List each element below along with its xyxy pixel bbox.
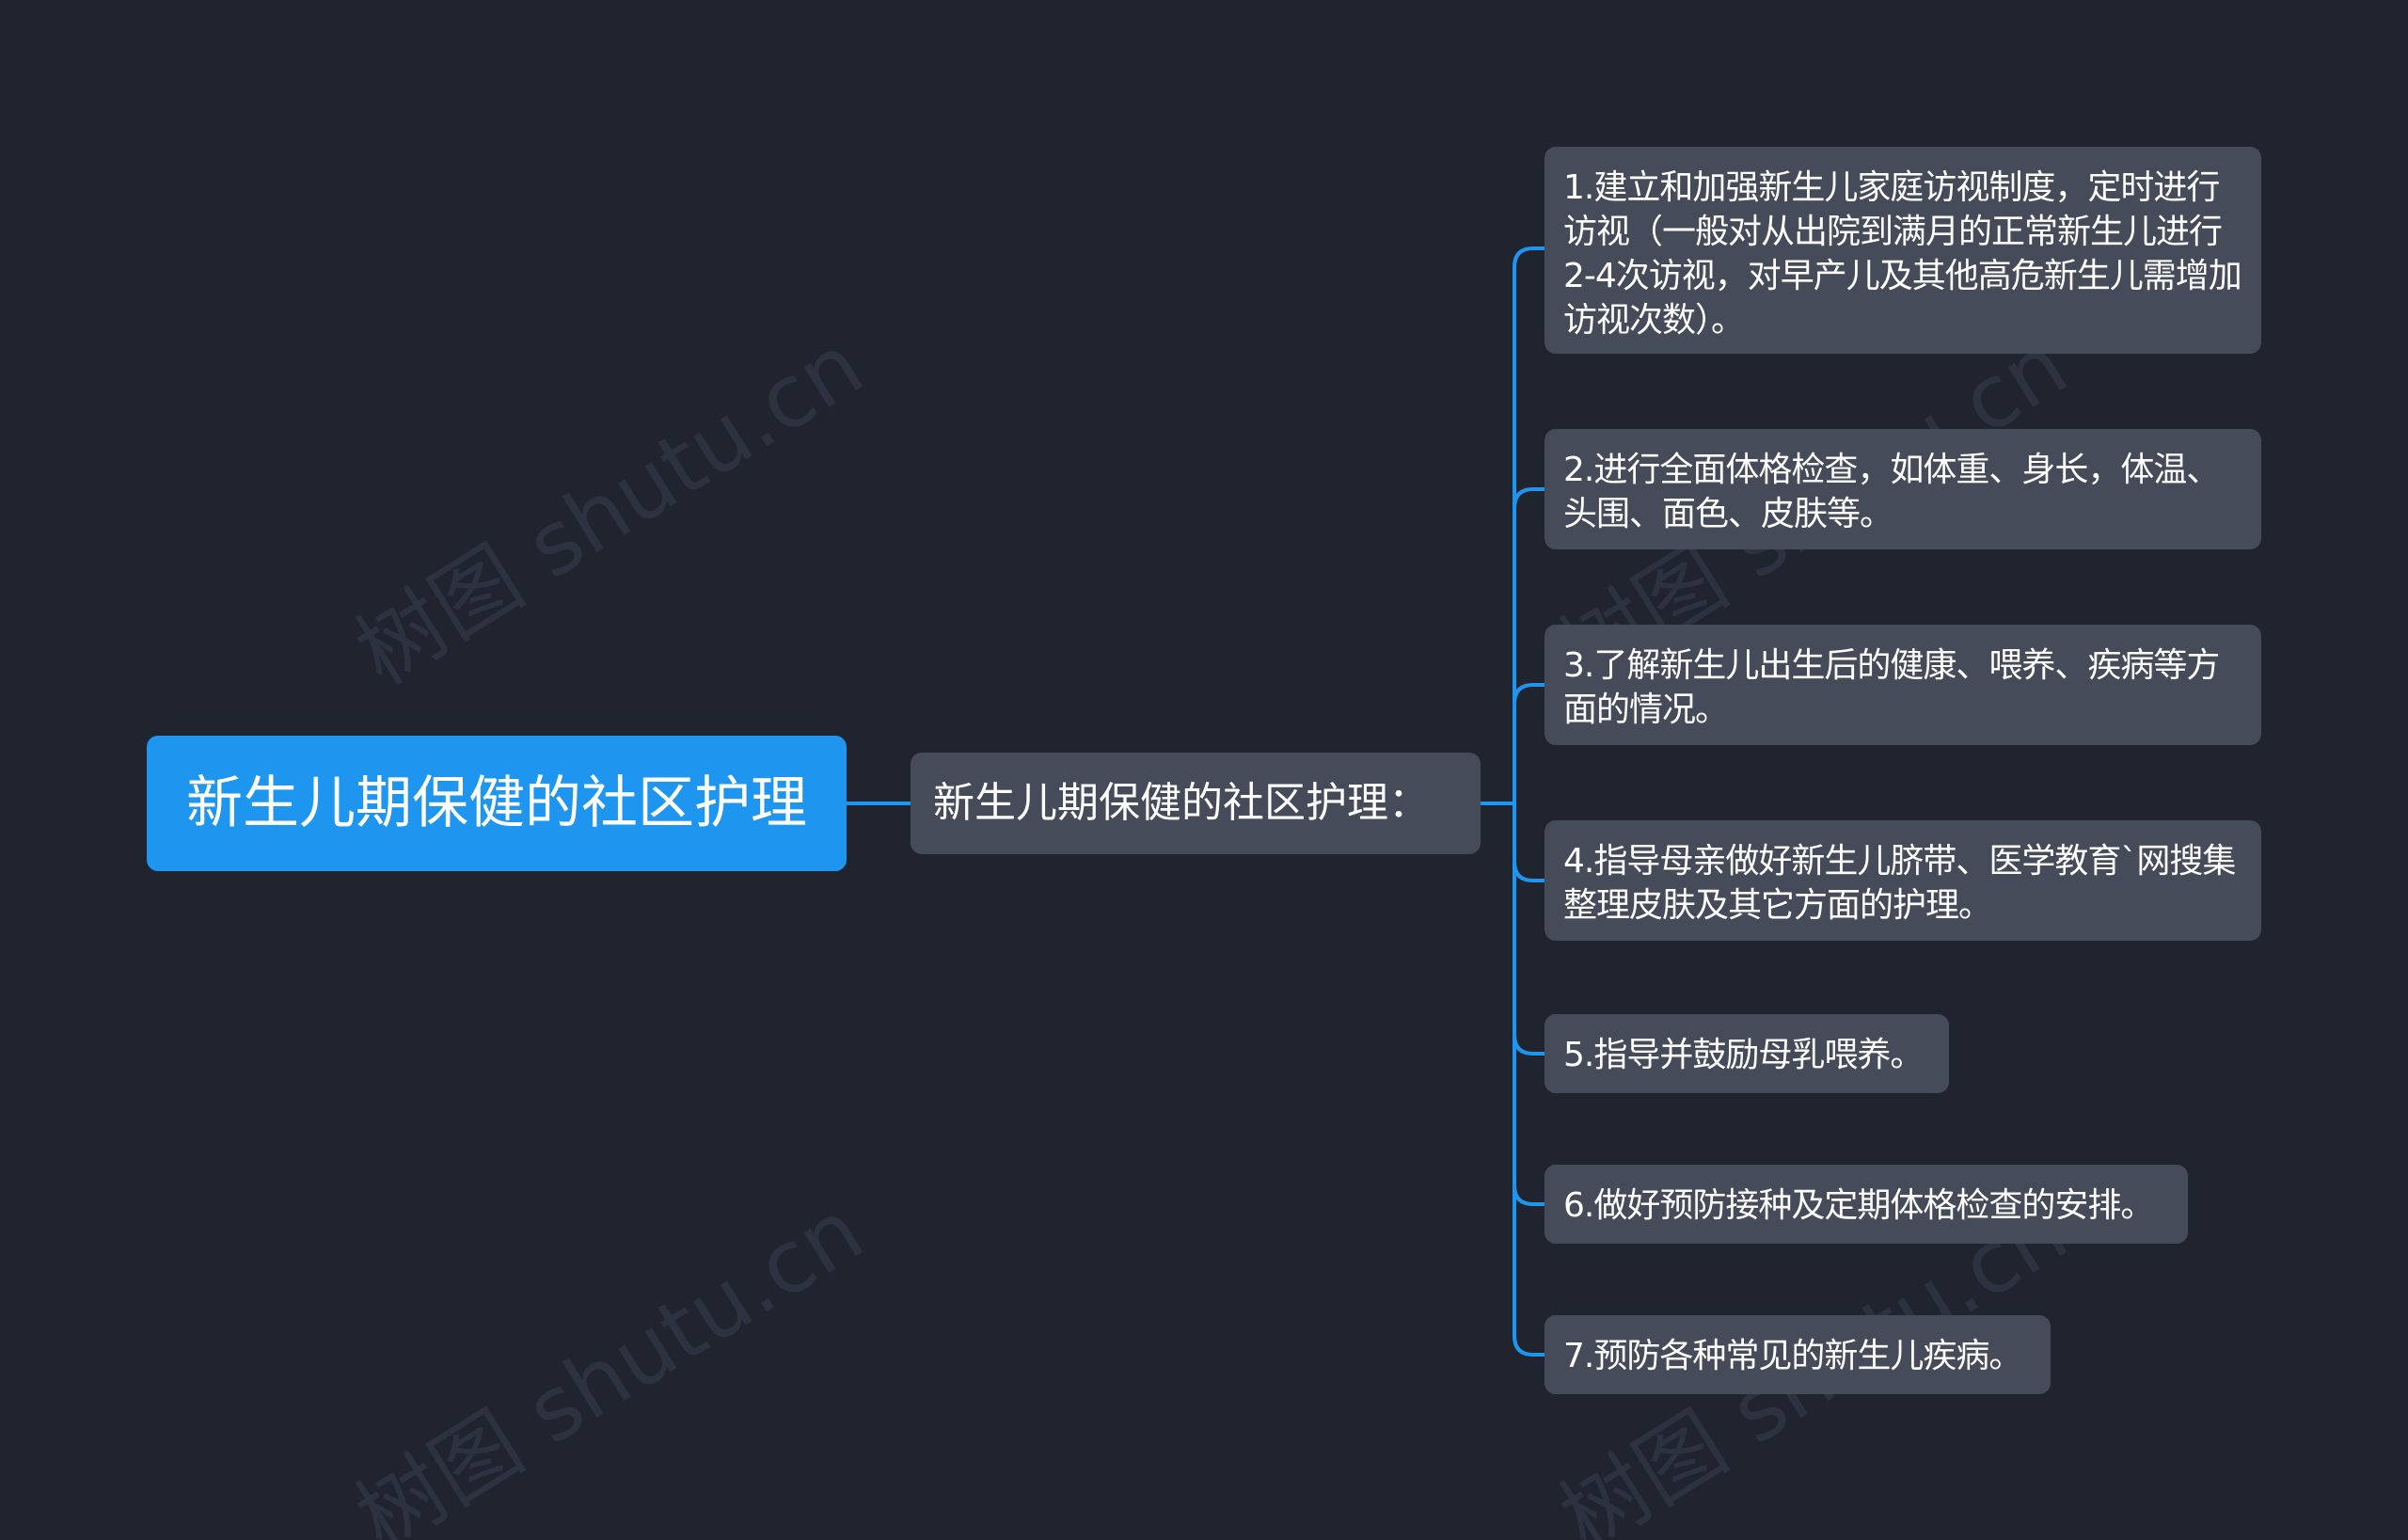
leaf-node-5[interactable]: 5.指导并鼓励母乳喂养。	[1545, 1014, 1949, 1093]
leaf-connector-2	[1513, 487, 1545, 803]
leaf-node-6[interactable]: 6.做好预防接种及定期体格检查的安排。	[1545, 1165, 2188, 1244]
leaf-node-2[interactable]: 2.进行全面体格检查，如体重、身长，体温、头围、面色、皮肤等。	[1545, 429, 2261, 549]
leaf-node-1[interactable]: 1.建立和加强新生儿家庭访视制度，定时进行访视（一般对从出院到满月的正常新生儿进…	[1545, 147, 2261, 354]
leaf-node-4[interactable]: 4.指导母亲做好新生儿脐带、医学教育`网搜集整理皮肤及其它方面的护理。	[1545, 820, 2261, 941]
leaf-connector-3	[1513, 683, 1545, 803]
leaf-connector-6	[1513, 803, 1545, 1206]
leaf-connector-5	[1513, 803, 1545, 1056]
leaf-node-3[interactable]: 3.了解新生儿出生后的健康、喂养、疾病等方面的情况。	[1545, 625, 2261, 745]
leaf-connector-4	[1513, 803, 1545, 882]
branch-node[interactable]: 新生儿期保健的社区护理：	[911, 753, 1481, 854]
leaf-connector-7	[1513, 803, 1545, 1357]
leaf-node-7[interactable]: 7.预防各种常见的新生儿疾病。	[1545, 1315, 2051, 1394]
root-node[interactable]: 新生儿期保健的社区护理	[147, 736, 847, 871]
leaf-connector-1	[1513, 246, 1545, 803]
